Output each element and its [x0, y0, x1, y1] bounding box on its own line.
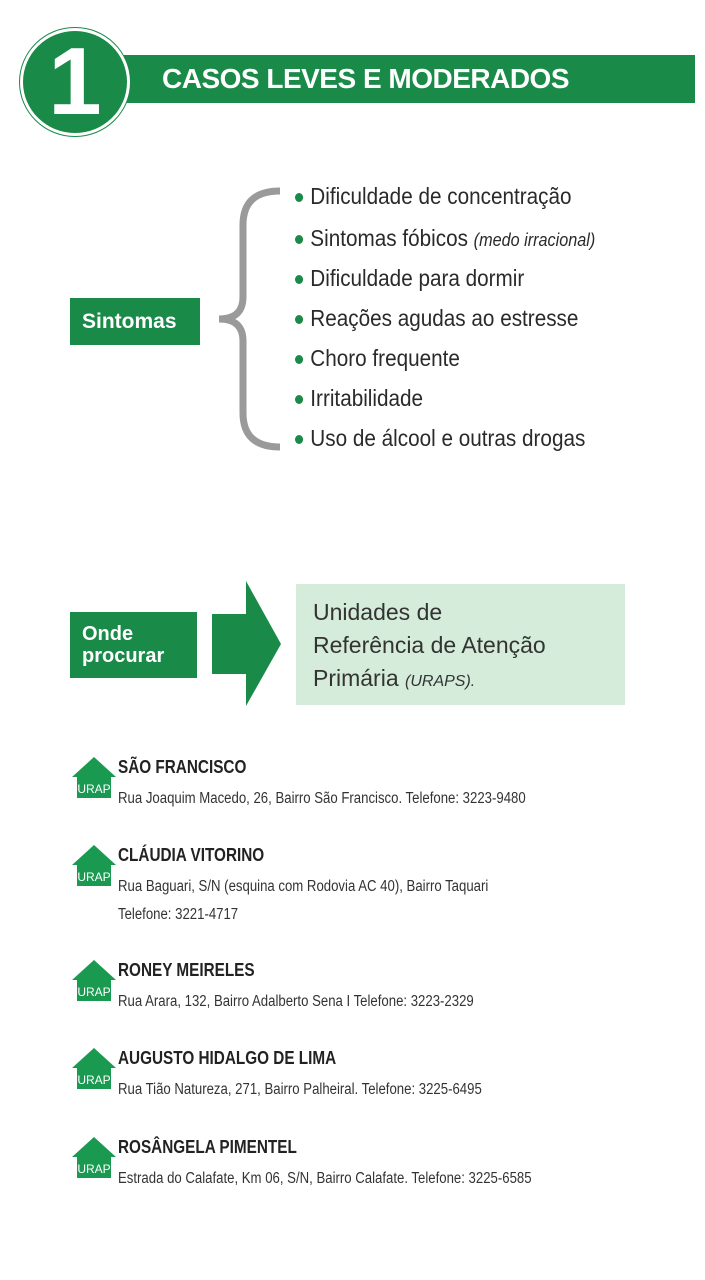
unit-name: CLÁUDIA VITORINO	[118, 845, 265, 865]
urap-house-icon: URAP	[72, 757, 116, 798]
symptom-item: Uso de álcool e outras drogas	[295, 425, 585, 452]
symptoms-label: Sintomas	[70, 298, 200, 345]
urap-icon-label: URAP	[77, 870, 110, 884]
symptom-text: Dificuldade de concentração	[310, 183, 572, 209]
symptom-item: Dificuldade para dormir	[295, 265, 524, 292]
bullet-icon	[295, 275, 304, 285]
urap-house-icon: URAP	[72, 1048, 116, 1089]
bullet-icon	[295, 315, 304, 325]
urap-house-icon: URAP	[72, 845, 116, 886]
dest-abbr: (URAPS).	[405, 673, 476, 690]
bullet-icon	[295, 355, 304, 365]
bullet-icon	[295, 235, 304, 245]
symptom-item: Choro frequente	[295, 345, 460, 372]
where-label-line1: Onde	[82, 623, 134, 645]
dest-line2: Referência de Atenção	[313, 632, 546, 658]
symptom-text: Sintomas fóbicos	[310, 225, 468, 251]
urap-house-icon: URAP	[72, 960, 116, 1001]
unit-address: Rua Arara, 132, Bairro Adalberto Sena I …	[118, 993, 474, 1010]
bullet-icon	[295, 395, 304, 405]
unit-address: Rua Tião Natureza, 271, Bairro Palheiral…	[118, 1081, 482, 1098]
arrow-right-icon	[212, 581, 281, 706]
symptom-item: Reações agudas ao estresse	[295, 305, 578, 332]
symptom-item: Irritabilidade	[295, 385, 423, 412]
bullet-icon	[295, 193, 304, 203]
unit-phone: Telefone: 3221-4717	[118, 906, 239, 923]
dest-line3: Primária	[313, 665, 399, 691]
urap-icon-label: URAP	[77, 1073, 110, 1087]
symptom-item: Sintomas fóbicos (medo irracional)	[295, 225, 595, 252]
section-number: 1	[20, 28, 130, 136]
brace-icon	[218, 187, 281, 451]
symptom-note: (medo irracional)	[473, 230, 596, 250]
unit-name: ROSÂNGELA PIMENTEL	[118, 1137, 297, 1157]
symptom-item: Dificuldade de concentração	[295, 183, 572, 210]
unit-name: SÃO FRANCISCO	[118, 757, 247, 777]
where-label-line2: procurar	[82, 645, 165, 667]
symptom-text: Reações agudas ao estresse	[310, 305, 579, 331]
symptom-text: Dificuldade para dormir	[310, 265, 525, 291]
urap-house-icon: URAP	[72, 1137, 116, 1178]
urap-icon-label: URAP	[77, 1162, 110, 1176]
unit-address: Rua Baguari, S/N (esquina com Rodovia AC…	[118, 878, 489, 895]
symptom-text: Uso de álcool e outras drogas	[310, 425, 586, 451]
unit-address: Rua Joaquim Macedo, 26, Bairro São Franc…	[118, 790, 526, 807]
unit-name: AUGUSTO HIDALGO DE LIMA	[118, 1048, 337, 1068]
destination-box: Unidades de Referência de Atenção Primár…	[296, 584, 625, 705]
symptom-text: Choro frequente	[310, 345, 460, 371]
symptom-text: Irritabilidade	[310, 385, 424, 411]
unit-address: Estrada do Calafate, Km 06, S/N, Bairro …	[118, 1170, 532, 1187]
section-title: CASOS LEVES E MODERADOS	[118, 55, 695, 103]
urap-icon-label: URAP	[77, 985, 110, 999]
urap-icon-label: URAP	[77, 782, 110, 796]
dest-line1: Unidades de	[313, 599, 443, 625]
unit-name: RONEY MEIRELES	[118, 960, 255, 980]
bullet-icon	[295, 435, 304, 445]
